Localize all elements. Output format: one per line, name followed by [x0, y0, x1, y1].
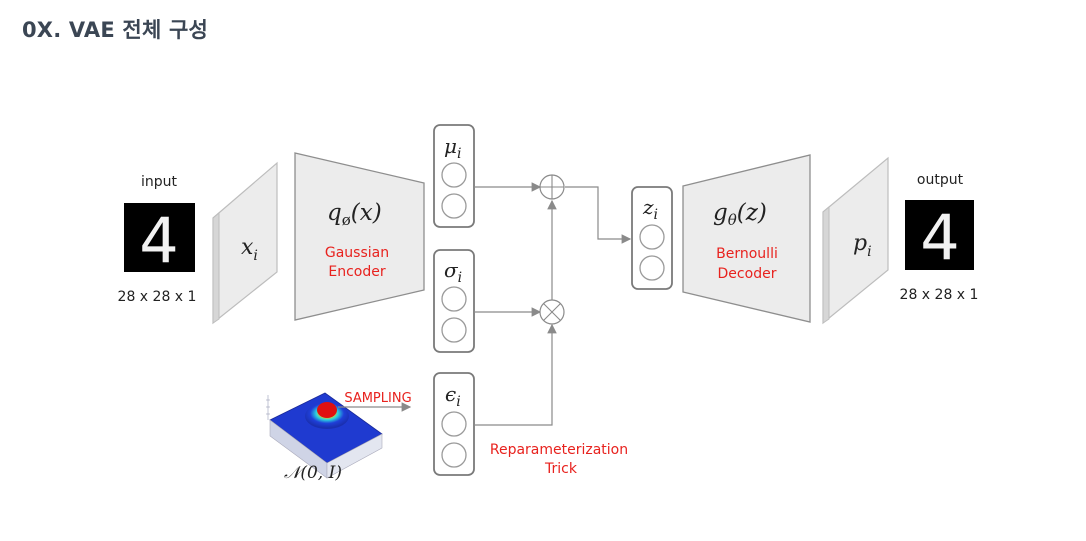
- input-label: input: [141, 174, 178, 190]
- mu-vector: [433, 124, 475, 228]
- mu-label: μi: [444, 134, 461, 162]
- reparam-label-line1: Reparameterization: [490, 442, 628, 458]
- decoder-function-label: gθ(z): [713, 200, 767, 229]
- multiply-operator-icon: [539, 299, 565, 325]
- decoder-name-line2: Decoder: [718, 266, 777, 282]
- output-label: output: [917, 172, 964, 188]
- output-digit-glyph: 4: [920, 201, 959, 274]
- epsilon-vector: [433, 372, 475, 476]
- p-layer-slab: [822, 156, 889, 325]
- z-vector: [631, 186, 673, 290]
- page-title: 0X. VAE 전체 구성: [22, 18, 209, 42]
- sum-operator-icon: [539, 174, 565, 200]
- encoder-block: [294, 152, 425, 321]
- output-size-label: 28 x 28 x 1: [900, 287, 979, 303]
- sigma-vector: [433, 249, 475, 353]
- encoder-name-line1: Gaussian: [325, 245, 389, 261]
- z-label: zi: [642, 195, 658, 223]
- decoder-name-line1: Bernoulli: [716, 246, 778, 262]
- epsilon-label: ϵi: [445, 382, 461, 410]
- gaussian-surface-plot: [266, 392, 383, 479]
- input-digit-glyph: 4: [139, 204, 178, 277]
- connector-lines: [474, 182, 632, 426]
- sampling-label: SAMPLING: [344, 391, 411, 406]
- input-size-label: 28 x 28 x 1: [118, 289, 197, 305]
- sigma-label: σi: [444, 258, 462, 286]
- x-layer-label: xi: [241, 235, 258, 264]
- input-digit-image: 4: [124, 203, 195, 277]
- encoder-name-line2: Encoder: [328, 264, 385, 280]
- output-digit-image: 4: [905, 200, 974, 274]
- decoder-block: [682, 154, 811, 323]
- p-layer-label: pi: [853, 231, 872, 260]
- normal-distribution-label: 𝒩(0, I): [284, 463, 342, 483]
- x-layer-slab: [212, 161, 278, 325]
- reparam-label-line2: Trick: [544, 461, 578, 477]
- encoder-function-label: qø(x): [327, 200, 382, 229]
